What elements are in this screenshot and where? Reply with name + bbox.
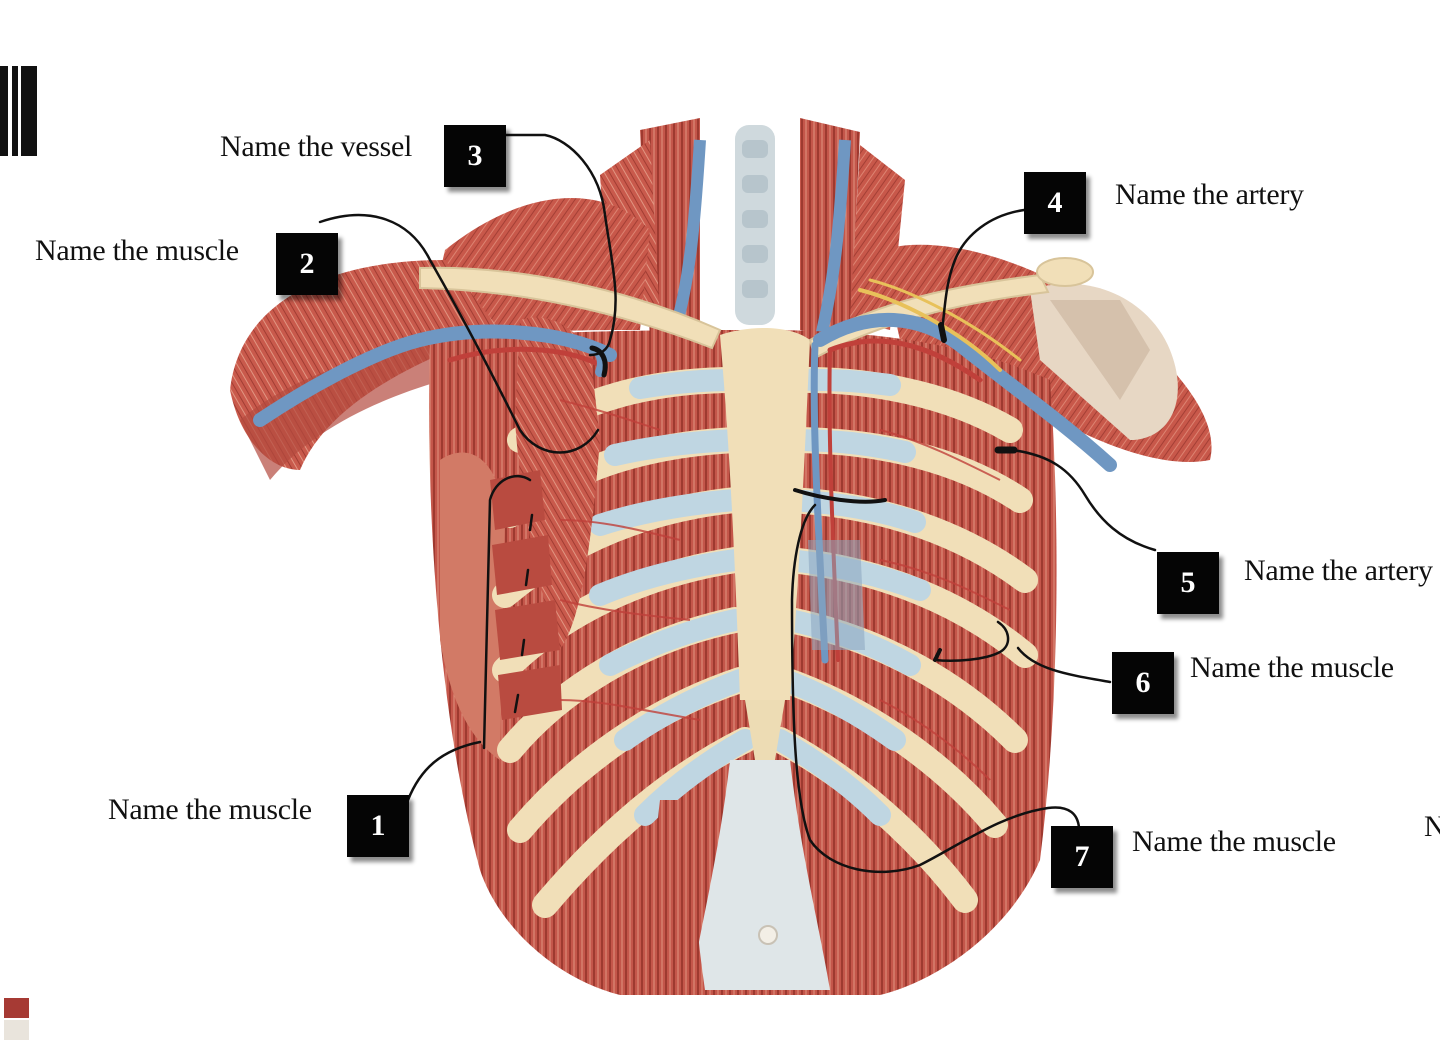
neck-muscles [600, 118, 905, 342]
color-swatch-bottom [4, 1020, 29, 1040]
callout-5-number[interactable]: 5 [1157, 552, 1219, 614]
callout-4-prompt: Name the artery [1115, 178, 1304, 211]
leader-lines [318, 133, 1157, 874]
decorative-bars [0, 66, 38, 156]
abdominal-wall [655, 760, 830, 990]
callout-3-prompt: Name the vessel [220, 130, 413, 163]
sternum-clavicles [419, 257, 1094, 760]
callout-3-number[interactable]: 3 [444, 125, 506, 187]
intercostal-vessels [559, 399, 1011, 781]
callout-1-prompt: Name the muscle [108, 793, 312, 826]
callout-6-prompt: Name the muscle [1190, 651, 1394, 684]
major-vessels [253, 278, 1117, 472]
internal-thoracic-vessels [808, 341, 865, 664]
callout-6-number[interactable]: 6 [1112, 652, 1174, 714]
callout-7-number[interactable]: 7 [1051, 826, 1113, 888]
color-swatch-top [4, 998, 29, 1018]
callout-1-number[interactable]: 1 [347, 795, 409, 857]
callout-5-prompt: Name the artery [1244, 554, 1433, 587]
cut-off-label: N [1424, 810, 1440, 843]
callout-4-number[interactable]: 4 [1024, 172, 1086, 234]
callout-2-number[interactable]: 2 [276, 233, 338, 295]
serratus-anterior-left [490, 470, 562, 720]
callout-7-prompt: Name the muscle [1132, 825, 1336, 858]
callout-2-prompt: Name the muscle [35, 234, 239, 267]
ribs-right [767, 366, 1038, 913]
